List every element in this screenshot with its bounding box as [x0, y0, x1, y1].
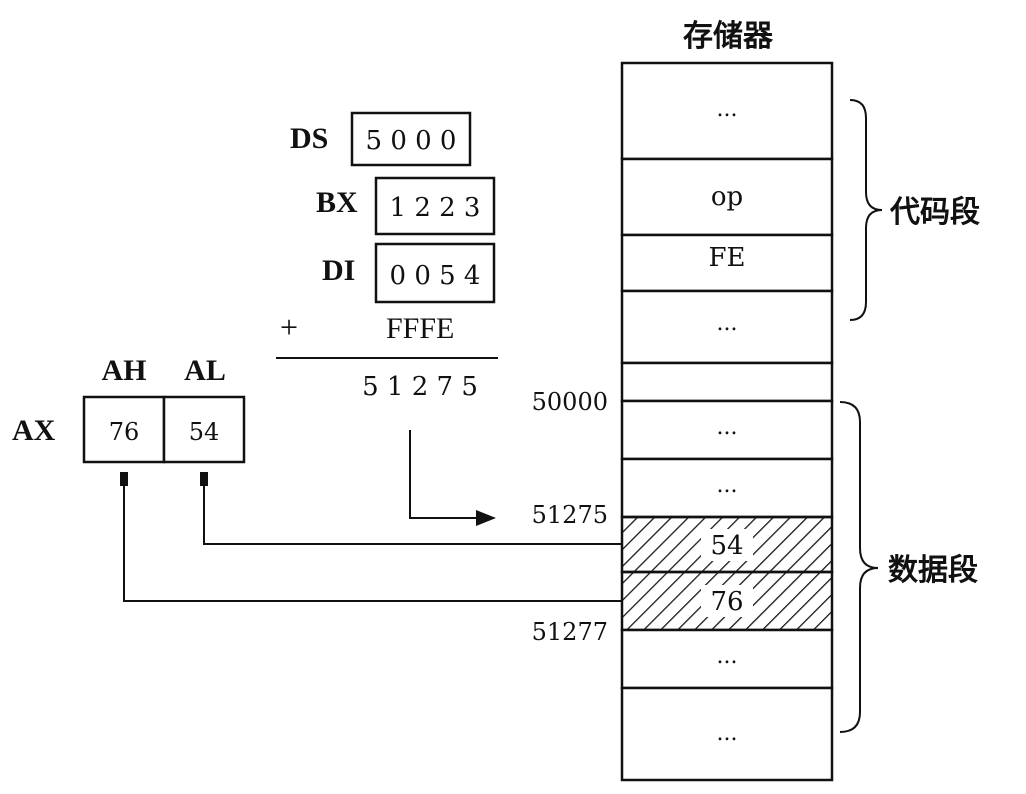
memory-cell-3-text: ...	[717, 311, 738, 336]
ah-arrow-tip	[120, 472, 128, 486]
bx-register-value: 1 2 2 3	[390, 193, 481, 223]
al-arrow-tip	[200, 472, 208, 486]
ds-register-value: 5 0 0 0	[366, 126, 457, 156]
memory-cell-7-text: 54	[710, 531, 743, 561]
code-segment-brace	[849, 99, 883, 321]
al-label: AL	[184, 354, 226, 387]
memory-cell-0-text: ...	[717, 97, 738, 122]
memory-cell-10	[620, 686, 834, 782]
di-register-name: DI	[322, 254, 355, 287]
ah-box	[82, 395, 166, 464]
sum-to-address-arrow	[409, 430, 496, 526]
bx-register-box	[374, 176, 496, 236]
sum-value: 5 1 2 7 5	[362, 372, 478, 402]
al-box	[162, 395, 246, 464]
memory-54-to-al-line	[203, 480, 622, 545]
memory-cell-8-text: 76	[710, 587, 743, 617]
address-calculation: DS 5 0 0 0 BX 1 2 2 3 DI 0 0 5 4 + FFFE …	[276, 111, 498, 526]
memory-cell-5-text: ...	[717, 415, 738, 440]
memory-cell-6	[620, 457, 834, 519]
bx-register-name: BX	[316, 186, 358, 219]
memory-cell-8-label-bg	[701, 585, 753, 617]
memory-cell-3	[620, 289, 834, 365]
memory-cell-4	[620, 361, 834, 403]
di-register-box	[374, 242, 496, 304]
ah-value: 76	[109, 418, 140, 446]
ds-register-name: DS	[290, 122, 328, 155]
memory-cell-1-text: op	[711, 182, 743, 212]
memory-cell-1	[620, 157, 834, 237]
memory-cell-0	[620, 61, 834, 161]
code-segment-label: 代码段	[889, 195, 980, 230]
data-segment-label: 数据段	[888, 553, 978, 588]
memory-title: 存储器	[683, 19, 774, 54]
memory-cell-7-label-bg	[701, 529, 753, 561]
memory-cell-10-text: ...	[717, 721, 738, 746]
memory-cell-2-text: FE	[708, 243, 745, 273]
displacement-value: FFFE	[386, 312, 454, 345]
di-register-value: 0 0 5 4	[390, 261, 481, 291]
ds-register-box	[350, 111, 472, 167]
address-51275: 51275	[532, 501, 608, 529]
plus-sign: +	[280, 309, 298, 345]
memory-cell-9-text: ...	[717, 644, 738, 669]
ah-label: AH	[102, 354, 147, 387]
ax-register: AH AL AX 76 54	[12, 354, 246, 464]
address-50000: 50000	[532, 388, 608, 416]
al-value: 54	[189, 418, 220, 446]
ax-label: AX	[12, 414, 56, 447]
address-51277: 51277	[532, 618, 608, 646]
memory-cell-6-text: ...	[717, 473, 738, 498]
memory-76-to-ah-line	[123, 480, 622, 602]
data-segment-brace	[839, 401, 879, 733]
memory-column: ... op FE ... ... ... 54 76 ... ...	[620, 61, 834, 782]
